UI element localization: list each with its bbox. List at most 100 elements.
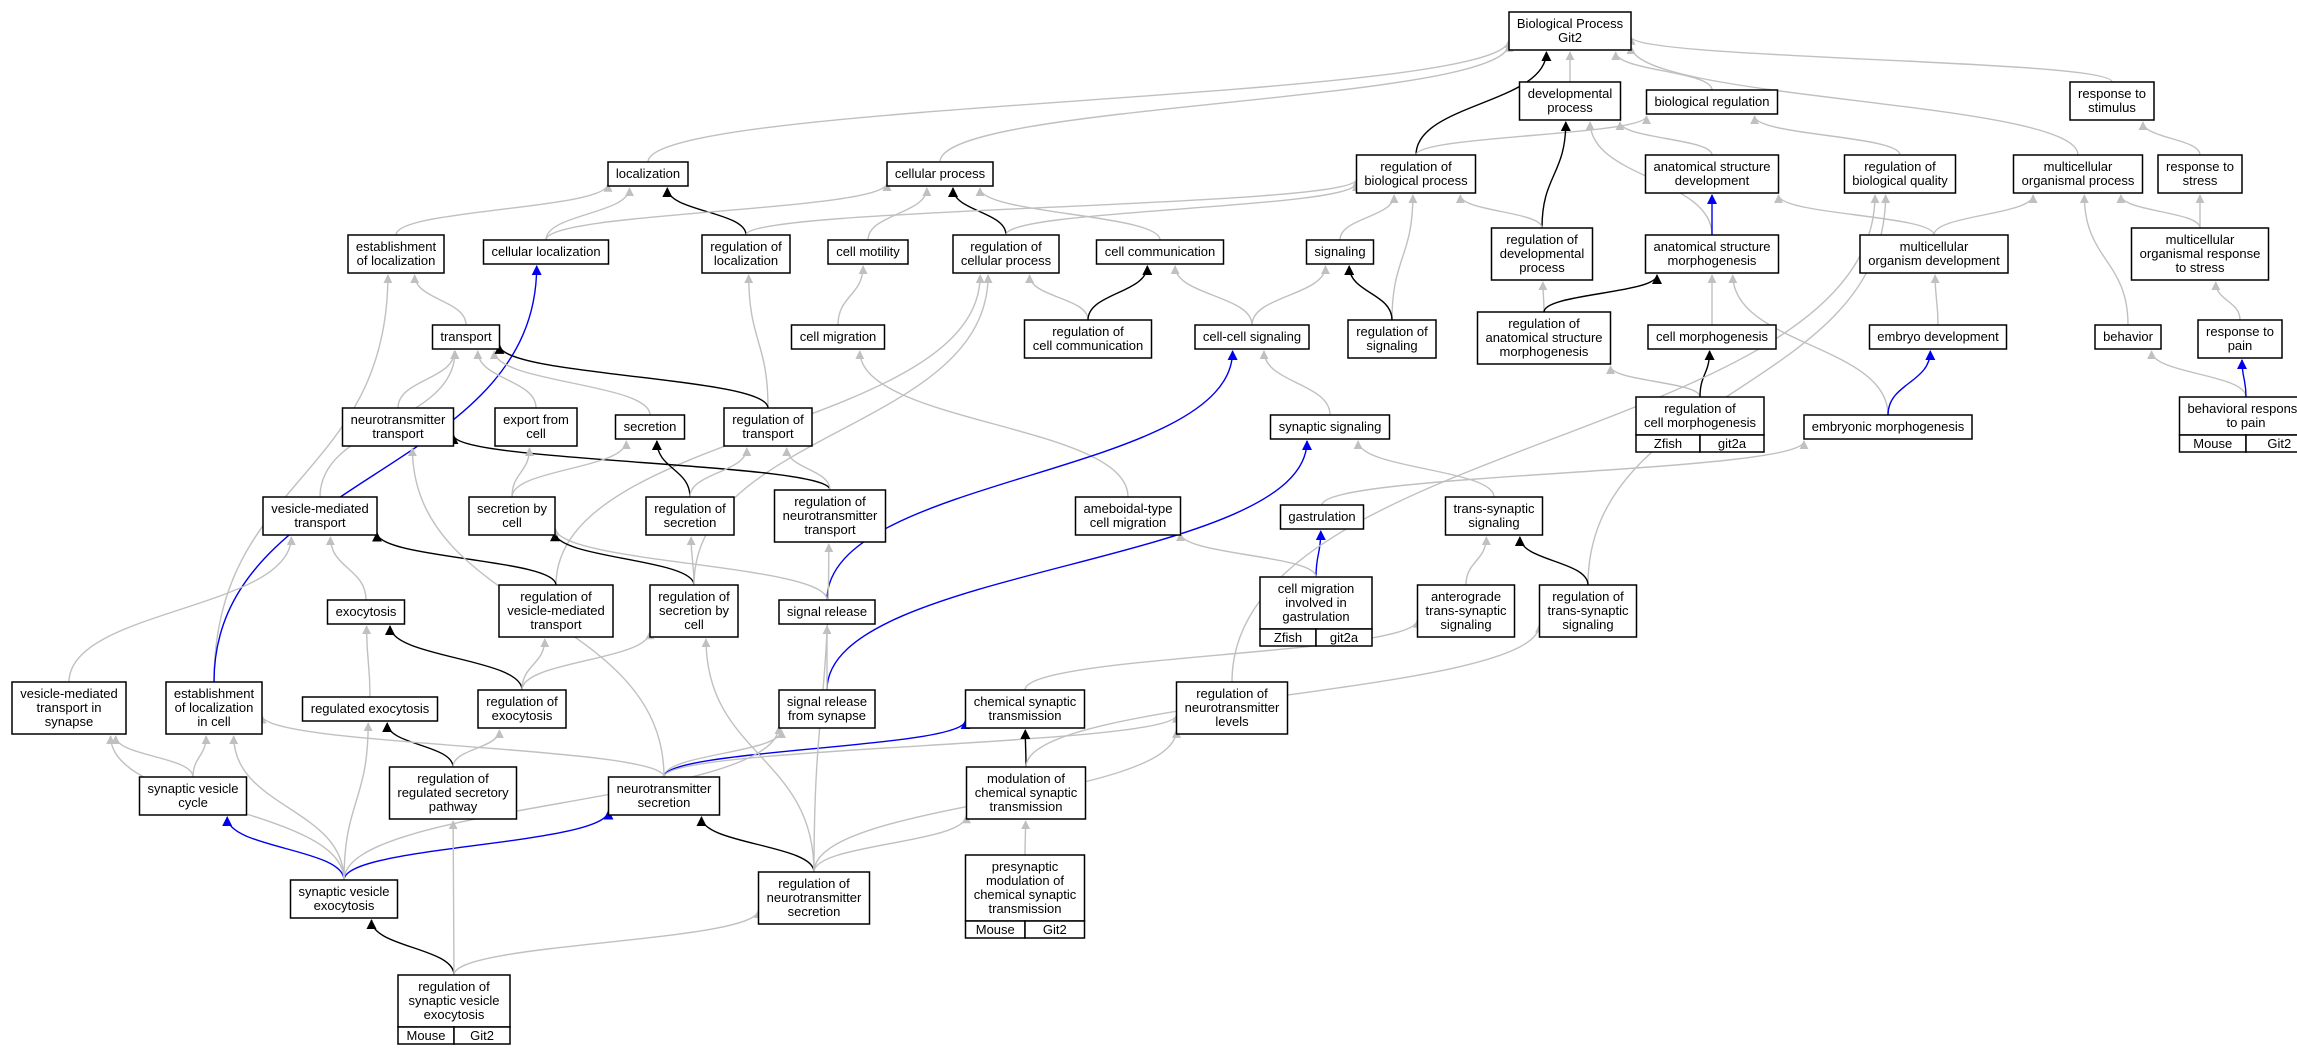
term-box [301, 696, 439, 722]
term-label-line: regulation of [654, 501, 726, 516]
term-label-line: secretion by [659, 603, 730, 618]
go-term-cc-signaling: cell-cell signaling [1194, 324, 1310, 350]
edge-syn-ves-exo-to-est-loc-cell [229, 735, 345, 881]
edge-mc-proc-to-bp [1626, 45, 2079, 156]
term-label-line: cell motility [836, 244, 900, 259]
edge-reg-anat-morph-to-reg-dev [1538, 281, 1548, 313]
edge-signal-release-to-secretion-cell [550, 526, 828, 601]
term-label-line: regulation of [418, 979, 490, 994]
term-label-line: signaling [1314, 244, 1365, 259]
go-term-cell-migration: cell migration [790, 324, 886, 350]
term-label-line: developmental [1500, 246, 1585, 261]
edge-cell-motility-to-cell-process [867, 187, 932, 241]
annotation-tag-git2a: git2a [1699, 434, 1765, 453]
edge-reg-reg-sec-to-reg-exo [382, 722, 454, 768]
annotation-tag-mouse: Mouse [964, 920, 1026, 939]
annotation-tag-mouse: Mouse [2178, 434, 2247, 453]
go-term-signal-release: signal release [778, 599, 876, 625]
term-label-line: pathway [429, 799, 478, 814]
edge-presyn-mod-to-mod-chem-syn [1021, 820, 1031, 856]
term-box [607, 776, 721, 816]
svg-text:git2a: git2a [1718, 436, 1747, 451]
term-label-line: cell migration [1090, 515, 1167, 530]
term-box [1279, 504, 1365, 530]
edge-embryonic-morph-to-anat-morph [1728, 274, 1889, 416]
term-label-line: biological process [1364, 173, 1468, 188]
term-label-line: embryonic morphogenesis [1812, 419, 1965, 434]
term-box [477, 689, 567, 729]
term-label-line: neurotransmitter [783, 508, 878, 523]
term-box [723, 407, 813, 447]
term-label-line: cell [502, 515, 522, 530]
term-box [645, 496, 735, 536]
term-label-line: regulation of [486, 694, 558, 709]
term-box [1490, 227, 1594, 281]
go-term-cell-process: cellular process [886, 161, 994, 187]
edge-reg-cp-to-reg-bp [1005, 182, 1361, 236]
edge-antero-ts-to-trans-syn [1465, 536, 1491, 586]
term-label-line: exocytosis [492, 708, 553, 723]
edge-syn-ves-exo-to-syn-ves-cycle [222, 816, 345, 881]
term-label-line: anterograde [1431, 589, 1501, 604]
term-label-line: neurotransmitter [1185, 700, 1280, 715]
edge-reg-nt-sec-to-reg-sec-cell [701, 638, 815, 873]
edge-mc-dev-to-anat-dev [1774, 194, 1935, 236]
edge-cell-loc-to-localization [545, 187, 634, 241]
term-label-line: regulation of [1864, 159, 1936, 174]
term-label-line: organismal response [2140, 246, 2261, 261]
term-label-line: signal release [787, 694, 867, 709]
edge-beh-resp-pain-to-resp-pain [2237, 359, 2248, 398]
term-label-line: regulation of [1508, 316, 1580, 331]
svg-text:Git2: Git2 [2267, 436, 2291, 451]
term-box [964, 689, 1086, 729]
term-label-line: stress [2183, 173, 2218, 188]
edge-mod-chem-syn-to-chem-syn [1020, 729, 1031, 768]
edge-beh-resp-pain-to-behavior [2147, 350, 2247, 398]
term-label-line: modulation of [986, 873, 1064, 888]
term-label-line: cell communication [1033, 338, 1144, 353]
term-label-line: transport [530, 617, 582, 632]
annotation-tag-git2: Git2 [1024, 920, 1086, 939]
term-label-line: synaptic signaling [1279, 419, 1382, 434]
term-label-line: cycle [178, 795, 208, 810]
term-box [498, 584, 614, 638]
go-term-gastrulation: gastrulation [1279, 504, 1365, 530]
term-label-line: behavior [2103, 329, 2154, 344]
term-label-line: cell morphogenesis [1656, 329, 1769, 344]
term-box [1518, 81, 1622, 121]
edge-resp-stress-to-resp-stim [2138, 121, 2201, 156]
edge-reg-transport-to-transport [494, 343, 769, 409]
edge-est-loc-to-localization [395, 182, 613, 236]
term-label-line: establishment [174, 686, 255, 701]
term-label-line: multicellular [2044, 159, 2113, 174]
go-term-cell-morph: cell morphogenesis [1647, 324, 1777, 350]
term-label-line: developmental [1528, 86, 1613, 101]
edge-reg-loc-to-reg-bp [745, 178, 1361, 236]
term-label-line: cell migration [1278, 581, 1355, 596]
term-label-line: vesicle-mediated [271, 501, 369, 516]
term-label-line: anatomical structure [1485, 330, 1602, 345]
edge-signal-release-to-cc-signaling [826, 350, 1238, 601]
edge-cell-comm-to-cell-process [975, 187, 1161, 241]
term-label-line: organism development [1868, 253, 2000, 268]
annotation-tag-zfish: Zfish [1259, 628, 1317, 647]
term-label-line: pain [2228, 338, 2253, 353]
term-label-line: exocytosis [424, 1007, 485, 1022]
term-label-line: multicellular [1900, 239, 1969, 254]
term-label-line: synapse [45, 714, 93, 729]
term-label-line: exocytosis [336, 604, 397, 619]
term-box [964, 854, 1086, 922]
term-label-line: gastrulation [1282, 609, 1349, 624]
edge-reg-cell-morph-to-cell-morph [1699, 350, 1715, 398]
edge-mc-dev-to-mc-proc [1933, 194, 2038, 236]
term-box [468, 496, 556, 536]
